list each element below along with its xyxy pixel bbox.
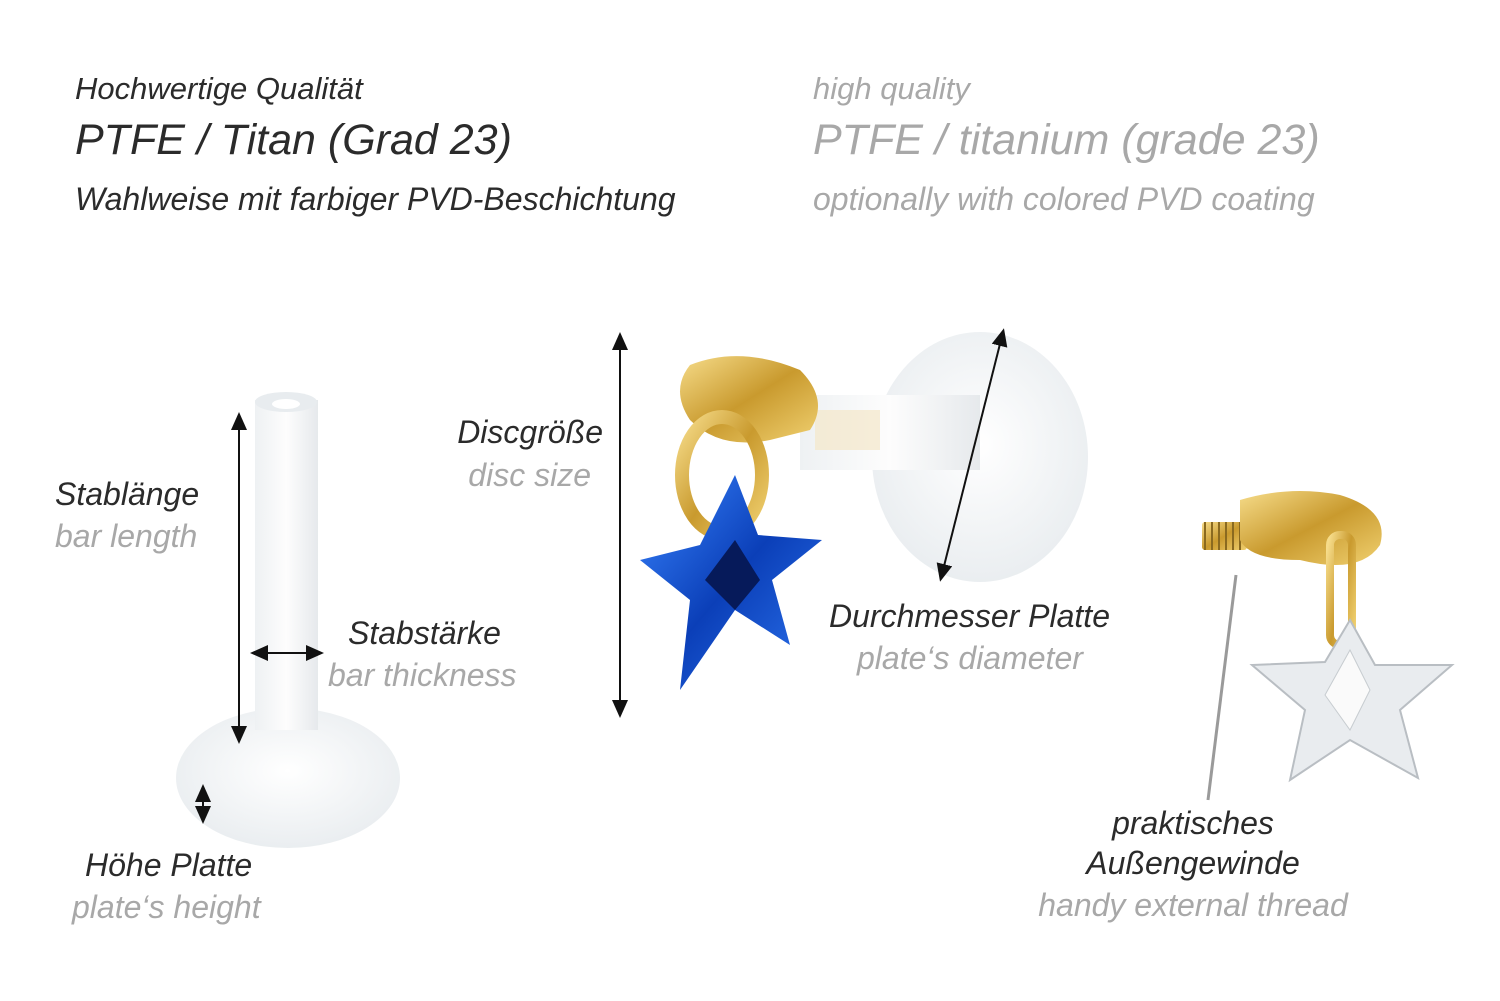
thread-pointer-line: [1206, 574, 1238, 801]
disc-size-en: disc size: [468, 457, 591, 493]
quality-de: Hochwertige Qualität: [75, 71, 363, 106]
thread-en: handy external thread: [1038, 887, 1348, 923]
plate-diameter-en: plate‘s diameter: [857, 640, 1083, 676]
plate-height-en: plate‘s height: [72, 889, 261, 925]
thread-de-line1: praktisches: [1112, 805, 1274, 841]
material-de: PTFE / Titan (Grad 23): [75, 116, 512, 164]
material-en: PTFE / titanium (grade 23): [813, 116, 1320, 164]
plate-diameter-de: Durchmesser Platte: [829, 598, 1110, 634]
bar-thickness-de: Stabstärke: [348, 615, 501, 651]
bar-thickness-en: bar thickness: [328, 657, 517, 693]
plate-height-de: Höhe Platte: [85, 847, 253, 883]
plate-diameter-arrow: [936, 328, 1008, 582]
thread-de-line2: Außengewinde: [1086, 845, 1300, 881]
coating-de: Wahlweise mit farbiger PVD-Beschichtung: [75, 181, 676, 217]
bar-length-en: bar length: [55, 518, 198, 554]
labret-star-illustration: [640, 332, 1088, 690]
disc-size-de: Discgröße: [457, 414, 603, 450]
quality-en: high quality: [813, 71, 970, 106]
labret-bar-illustration: [176, 392, 400, 848]
bar-length-de: Stablänge: [55, 476, 200, 512]
star-attachment-illustration: [1202, 491, 1455, 783]
coating-en: optionally with colored PVD coating: [813, 181, 1315, 217]
